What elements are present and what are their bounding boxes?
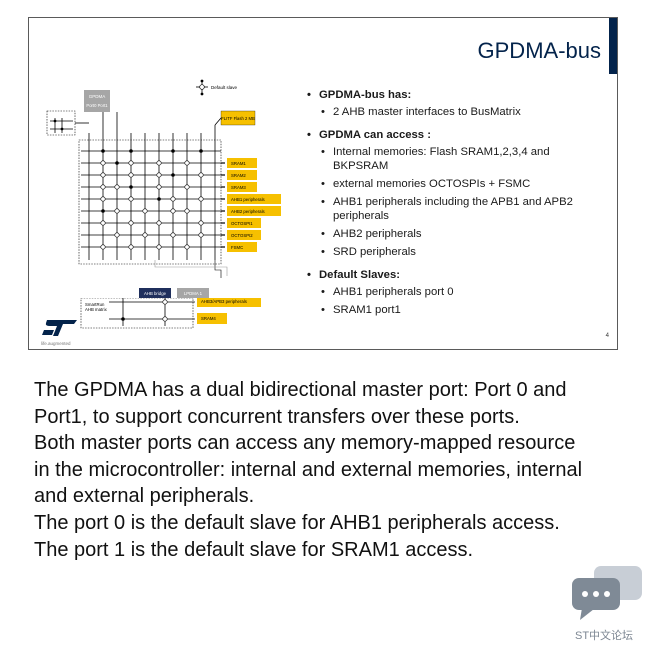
note-paragraph: The port 1 is the default slave for SRAM…	[34, 538, 474, 561]
forum-label: ST中文论坛	[575, 630, 634, 642]
note-paragraph: Both master ports can access any memory-…	[34, 432, 583, 508]
bullet-item: AHB1 peripherals including the APB1 and …	[305, 195, 605, 223]
svg-text:SRAM1: SRAM1	[231, 161, 246, 166]
bullet-heading: GPDMA-bus has:	[305, 88, 605, 102]
default-slave-legend-icon	[196, 79, 208, 96]
row-stubs	[221, 162, 225, 248]
svg-text:AHB matrix: AHB matrix	[85, 307, 108, 312]
bullet-item: Internal memories: Flash SRAM1,2,3,4 and…	[305, 145, 605, 173]
svg-text:SRAM2: SRAM2	[231, 173, 246, 178]
svg-text:AHB3/APB3 peripherals: AHB3/APB3 peripherals	[201, 299, 247, 304]
bullet-item: SRAM1 port1	[305, 303, 605, 317]
legend-label: Default slave	[211, 85, 238, 90]
bus-matrix-diagram: Default slave GPDMA Port0 Port1 FLITF Fl…	[46, 79, 281, 298]
svg-text:SmartRun: SmartRun	[85, 302, 105, 307]
smartrun-matrix-diagram: SmartRun AHB matrix AHB3/APB3 peripheral…	[80, 298, 261, 329]
slide: GPDMA-bus Default slave GPDMA Port0 Port…	[28, 17, 618, 350]
bullet-heading: GPDMA can access :	[305, 128, 605, 142]
bullet-item: external memories OCTOSPIs + FSMC	[305, 177, 605, 191]
svg-text:AHB2 peripherals: AHB2 peripherals	[231, 209, 265, 214]
default-slave-dots	[101, 149, 203, 213]
ahb-bridge-block	[139, 288, 171, 298]
svg-text:SRAM3: SRAM3	[231, 185, 246, 190]
bullet-list: GPDMA-bus has: 2 AHB master interfaces t…	[305, 88, 605, 321]
gpdma-label: GPDMA	[89, 94, 106, 99]
master-box	[46, 110, 76, 136]
slide-title: GPDMA-bus	[477, 38, 601, 63]
svg-text:OCTOSPI2: OCTOSPI2	[231, 233, 253, 238]
matrix-box	[78, 139, 222, 265]
chat-bubbles-icon	[572, 566, 642, 620]
bullet-item: AHB1 peripherals port 0	[305, 285, 605, 299]
gpdma-block	[84, 90, 110, 112]
smartrun-box	[80, 298, 194, 329]
note-paragraph: The port 0 is the default slave for AHB1…	[34, 511, 560, 534]
gpdma-ports-label: Port0 Port1	[86, 103, 108, 108]
matrix-columns	[88, 112, 216, 260]
st-logo-icon	[42, 320, 77, 336]
bullet-item: SRD peripherals	[305, 245, 605, 259]
page-number: 4	[605, 333, 609, 339]
bullet-item: AHB2 peripherals	[305, 227, 605, 241]
svg-text:AHB1 peripherals: AHB1 peripherals	[231, 197, 265, 202]
note-paragraph: The GPDMA has a dual bidirectional maste…	[34, 379, 567, 428]
logo-tagline: life.augmented	[41, 341, 71, 346]
bullet-heading: Default Slaves:	[305, 268, 605, 282]
crossbar-switches	[100, 160, 204, 250]
slave-labels: SRAM1 SRAM2 SRAM3 AHB1 peripherals AHB2 …	[231, 161, 265, 250]
speaker-notes: The GPDMA has a dual bidirectional maste…	[34, 377, 594, 563]
title-accent-bar	[609, 18, 617, 74]
lpdma-block	[177, 288, 209, 298]
ahb-bridge-label: AHB bridge	[144, 291, 167, 296]
svg-text:OCTOSPI1: OCTOSPI1	[231, 221, 253, 226]
srd-slave-block	[197, 298, 261, 307]
lpdma-label: LPDMA 1	[184, 291, 203, 296]
flash-label: FLITF Flash 2 MB	[221, 116, 255, 121]
sram4-block	[197, 313, 227, 324]
bullet-item: 2 AHB master interfaces to BusMatrix	[305, 105, 605, 119]
svg-text:FSMC: FSMC	[231, 245, 243, 250]
svg-text:SRAM4: SRAM4	[201, 316, 216, 321]
slave-blocks	[227, 158, 281, 252]
